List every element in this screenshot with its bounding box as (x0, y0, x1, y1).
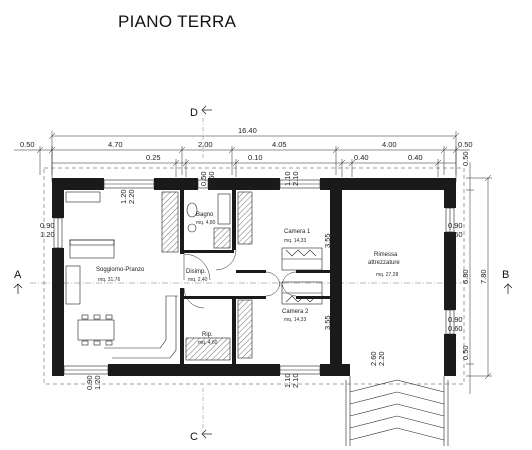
built-in-wardrobes (161, 191, 253, 361)
dim-right-bottom: 0.50 (461, 345, 470, 360)
room-name: Rip. (202, 332, 213, 338)
dim-right-top: 0.50 (461, 151, 470, 166)
svg-text:0.90: 0.90 (448, 221, 463, 230)
bathroom-fixtures (186, 193, 231, 233)
dimension-chain-main (14, 146, 470, 175)
svg-text:1.20: 1.20 (93, 375, 102, 390)
svg-text:0.90: 0.90 (40, 221, 55, 230)
dimension-chain-secondary (52, 159, 456, 177)
svg-text:0.50: 0.50 (199, 171, 208, 186)
svg-text:2.10: 2.10 (291, 171, 300, 186)
driveway-ramp (345, 376, 449, 446)
dim-top-2: 4.70 (108, 140, 123, 149)
dim-right-total: 7.80 (479, 269, 488, 284)
svg-text:1.20: 1.20 (119, 189, 128, 204)
room-name: Camera 2 (282, 309, 309, 315)
section-c-marker: C (190, 388, 212, 443)
room-label-bagno: Bagno mq. 4,80 (196, 212, 216, 226)
room-label-camera-2: Camera 2 mq. 14,33 (282, 309, 309, 323)
section-a-marker: A (13, 269, 462, 294)
section-b-marker: B (502, 269, 513, 294)
svg-text:2.60: 2.60 (369, 351, 378, 366)
room-label-soggiorno: Soggiorno-Pranzo mq. 31,76 (96, 267, 145, 283)
property-boundary (43, 167, 465, 385)
windows (53, 179, 455, 375)
svg-text:1.60: 1.60 (207, 171, 216, 186)
bed-camera-2 (281, 281, 323, 305)
plan-title: PIANO TERRA (118, 12, 237, 31)
dim-top-5: 4.00 (382, 140, 397, 149)
section-b-label: B (502, 269, 509, 281)
sofa (65, 239, 115, 305)
room-area: mq. 4,60 (198, 340, 218, 346)
svg-text:1.10: 1.10 (283, 373, 292, 388)
room-name: Camera 1 (284, 229, 311, 235)
svg-text:2.20: 2.20 (127, 189, 136, 204)
room-label-camera-1: Camera 1 mq. 14,33 (284, 229, 311, 244)
svg-text:0.90: 0.90 (448, 315, 463, 324)
dim-top-3: 2.00 (198, 140, 213, 149)
section-d-marker: D (190, 105, 212, 160)
dining-table (77, 314, 115, 346)
svg-text:2.10: 2.10 (291, 373, 300, 388)
room-area: mq. 14,33 (284, 238, 306, 244)
interior-partitions (180, 190, 330, 364)
room-area: mq. 2,40 (188, 277, 208, 283)
room-name: Bagno (196, 212, 214, 218)
dim-sub-1: 0.25 (146, 153, 161, 162)
svg-text:1.10: 1.10 (283, 171, 292, 186)
kitchen-counter (104, 295, 178, 359)
dim-top-1: 0.50 (20, 140, 35, 149)
exterior-walls (52, 178, 456, 376)
svg-text:0.90: 0.90 (85, 375, 94, 390)
svg-text:3.55: 3.55 (323, 315, 332, 330)
dim-sub-4: 0.40 (408, 153, 423, 162)
room-name-line-1: Rimessa (374, 252, 398, 258)
dim-top-6: 0.50 (458, 140, 473, 149)
dim-right-inner: 6.80 (461, 269, 470, 284)
dim-total: 16.40 (238, 126, 257, 135)
room-label-ripostiglio: Rip. mq. 4,60 (198, 332, 218, 346)
section-c-label: C (190, 431, 198, 443)
room-label-disimpegno: Disimp. mq. 2,40 (186, 269, 208, 283)
bed-camera-1 (281, 247, 323, 271)
room-area: mq. 14,33 (284, 317, 306, 323)
dim-top-4: 4.05 (272, 140, 287, 149)
room-name: Soggiorno-Pranzo (96, 267, 145, 273)
dimension-chain-right (466, 162, 492, 394)
room-area: mq. 27,28 (376, 272, 398, 278)
svg-text:3.55: 3.55 (323, 233, 332, 248)
opening-dimension-labels: 1.20 2.20 0.50 1.60 1.10 2.10 0.90 1.20 … (40, 171, 463, 390)
room-name: Disimp. (186, 269, 206, 275)
room-label-rimessa: Rimessa attrezzature mq. 27,28 (368, 252, 400, 278)
dim-sub-3: 0.40 (354, 153, 369, 162)
room-area: mq. 4,80 (196, 220, 216, 226)
svg-text:0.60: 0.60 (448, 324, 463, 333)
dim-sub-2: 0.10 (248, 153, 263, 162)
section-d-label: D (190, 107, 198, 119)
svg-text:1.20: 1.20 (40, 230, 55, 239)
room-name-line-2: attrezzature (368, 260, 400, 266)
room-area: mq. 31,76 (98, 277, 120, 283)
fireplace (65, 191, 101, 203)
section-a-label: A (14, 269, 22, 281)
svg-text:0.60: 0.60 (448, 230, 463, 239)
svg-text:2.20: 2.20 (377, 351, 386, 366)
